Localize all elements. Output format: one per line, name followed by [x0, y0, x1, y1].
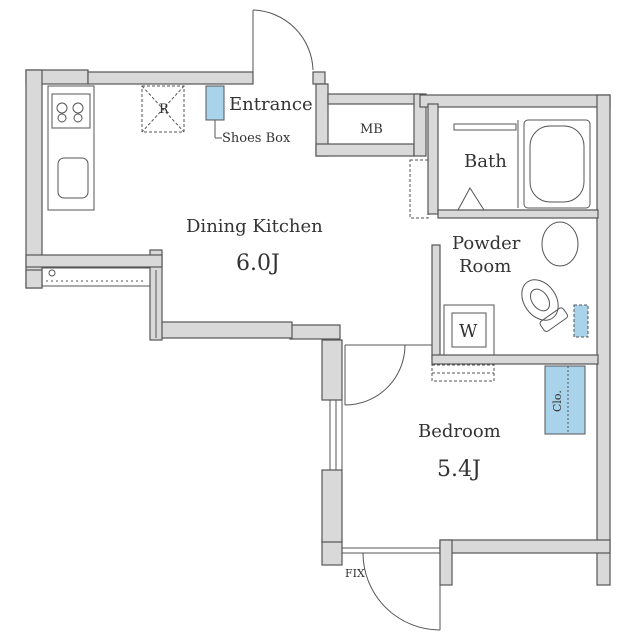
wall-kitchen-lower — [25, 254, 163, 268]
label-bedroom: Bedroom — [418, 421, 501, 442]
kitchen-window — [41, 267, 151, 287]
bedroom-door-arc — [344, 344, 406, 406]
wall-int-vert-top — [427, 103, 439, 215]
walls — [25, 69, 611, 586]
label-dining-kitchen: Dining Kitchen — [186, 216, 323, 237]
label-fridge: R — [159, 102, 170, 117]
balcony-door-arc — [362, 552, 441, 631]
label-closet: Clo. — [551, 390, 564, 412]
bathtub-basin — [529, 125, 585, 203]
wall-right — [596, 94, 611, 586]
bath-shelf — [453, 123, 517, 131]
wall-bedroom-left-bottom — [321, 469, 343, 543]
wall-kitchen-bottom — [157, 321, 293, 339]
label-bedroom-size: 5.4J — [437, 457, 481, 482]
label-powder-room-1: Powder — [452, 233, 521, 254]
entrance-door-arc — [252, 9, 314, 71]
label-dining-kitchen-size: 6.0J — [236, 251, 280, 276]
label-powder-room-2: Room — [459, 256, 511, 277]
counter — [47, 85, 95, 211]
wall-left-corner — [25, 269, 43, 289]
toilet-icon — [521, 279, 568, 332]
closet — [544, 365, 586, 435]
shoes-box — [205, 85, 225, 121]
wall-bath-powder — [437, 209, 599, 219]
wall-top-kitchen — [87, 71, 254, 85]
fridge-icon — [141, 85, 185, 133]
bath-fixtures — [443, 119, 591, 356]
wall-int-vert-mid — [431, 244, 441, 361]
wall-mb-top — [327, 93, 423, 105]
wall-step-top — [289, 324, 341, 340]
label-washer: W — [459, 321, 478, 342]
label-shoes-box: Shoes Box — [222, 131, 291, 146]
bathtub — [523, 119, 591, 209]
inner-lines — [42, 83, 440, 554]
doors — [252, 9, 495, 631]
wall-bottom-left-jamb — [321, 539, 343, 566]
wall-bottom-jamb — [439, 539, 453, 586]
washbasin-icon — [541, 221, 579, 267]
label-meter-box: MB — [360, 122, 383, 137]
sink-icon — [57, 157, 89, 199]
bath-door — [457, 187, 485, 211]
wall-mb-bottom — [315, 143, 415, 157]
wall-powder-bottom — [431, 354, 599, 365]
stove-icon — [51, 93, 91, 129]
wall-top-right — [419, 94, 611, 108]
wall-bottom-right — [439, 539, 611, 554]
wall-bedroom-left-top — [321, 339, 343, 401]
label-entrance: Entrance — [229, 94, 313, 115]
wall-top-entrance-jamb — [312, 71, 326, 85]
kitchen-counter — [41, 85, 185, 287]
powder-cabinet — [573, 304, 589, 338]
label-fix-window: FIX — [345, 567, 365, 580]
washer-icon — [443, 304, 495, 356]
wall-mb-right — [413, 93, 427, 157]
kitchen-sliding-door — [409, 159, 429, 219]
label-bath: Bath — [464, 151, 507, 172]
